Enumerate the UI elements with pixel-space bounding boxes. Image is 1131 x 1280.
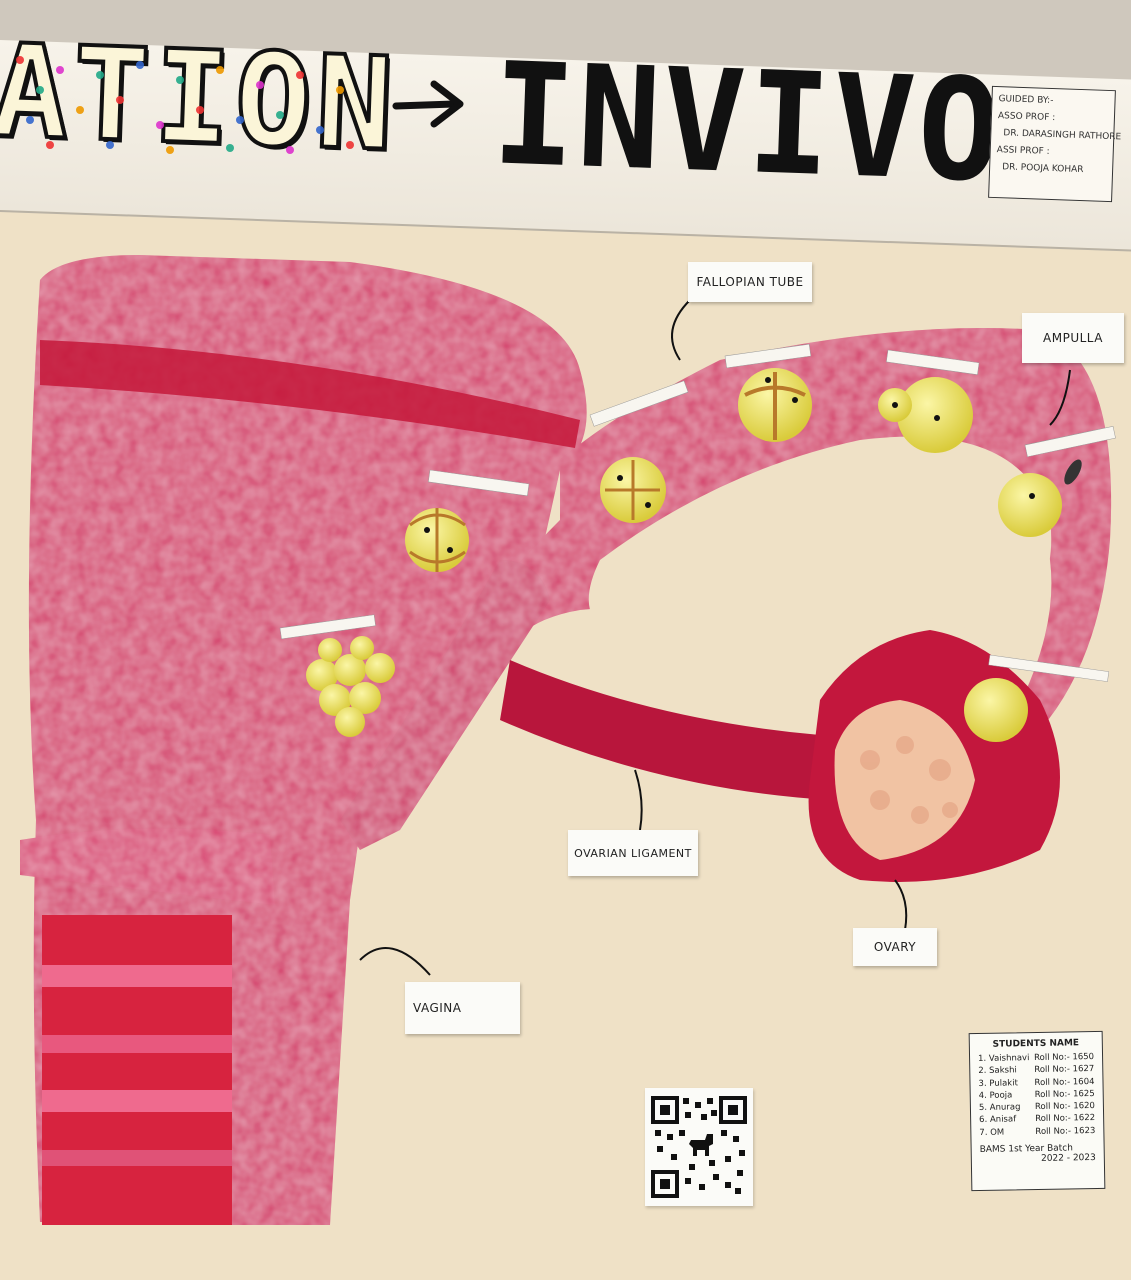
four-cell-model (600, 457, 666, 523)
leader-wires (359, 299, 1071, 976)
label-vagina: VAGINA (405, 982, 520, 1034)
batch-years: 2022 - 2023 (1040, 1153, 1096, 1165)
label-ovary: OVARY (853, 928, 937, 966)
vaginal-canal (42, 915, 232, 1225)
label-ampulla: AMPULLA (1022, 313, 1124, 363)
egg-tags (279, 343, 1116, 682)
two-cell-model (738, 368, 812, 442)
zygote-model (878, 377, 973, 453)
label-ovarian-ligament: OVARIAN LIGAMENT (568, 830, 698, 876)
cervix-band (20, 828, 275, 905)
blastocyst-model (405, 508, 469, 572)
qr-code-card (645, 1088, 753, 1206)
ovarian-ligament (500, 660, 830, 800)
arrow-icon (392, 80, 464, 128)
students-heading: STUDENTS NAME (992, 1038, 1080, 1050)
fertilization-model (998, 459, 1082, 537)
morula-model (306, 636, 395, 737)
label-fallopian-tube: FALLOPIAN TUBE (688, 262, 812, 302)
ovum-model (964, 678, 1028, 742)
qr-code-icon (651, 1096, 747, 1198)
